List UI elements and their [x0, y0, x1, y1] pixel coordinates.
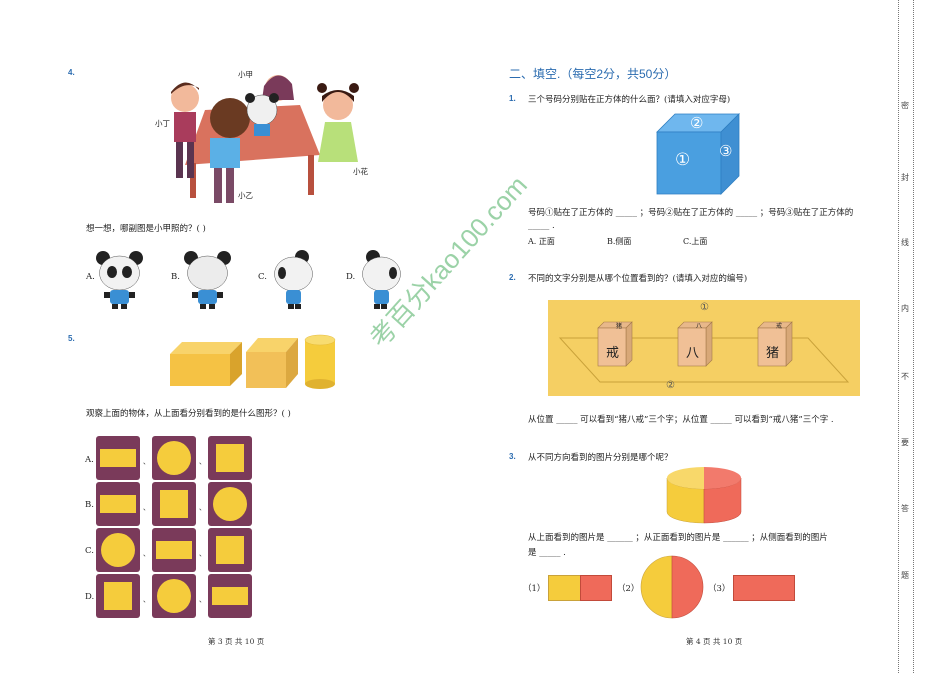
diagram-plane [558, 321, 850, 383]
q4-option-b-label: B. [171, 272, 180, 282]
cube3-top-char: 戒 [776, 323, 783, 330]
view-1-yellow-half [548, 575, 581, 601]
cube-label-2: ② [690, 114, 704, 132]
q4-option-c-label: C. [258, 272, 267, 282]
binding-char: 不 [901, 372, 909, 381]
page-footer-left: 第 3 页 共 10 页 [208, 637, 265, 646]
q3-option-3-label: （3） [708, 584, 731, 594]
position-1-label: ① [700, 302, 709, 313]
question-5-text: 观察上面的物体，从上面看分别看到的是什么图形？( ) [86, 409, 291, 419]
cube2-front-char: 八 [686, 346, 700, 361]
numbered-cube [656, 113, 740, 195]
view-3-red-rectangle [733, 575, 795, 601]
question-4-text: 想一想，哪副图是小甲照的？( ) [86, 224, 206, 234]
choice-b: B.侧面 [607, 237, 632, 246]
fill-question-3-answer-line2[interactable]: 是 _____ . [528, 548, 566, 558]
fill-question-1-answer-line[interactable]: 号码①贴在了正方体的 _____ ；号码②贴在了正方体的 _____ ；号码③贴… [528, 208, 854, 218]
q5-option-d-label: D. [85, 592, 95, 602]
label-xiaoding: 小丁 [155, 119, 170, 128]
choice-c: C.上面 [683, 237, 708, 246]
binding-char: 答 [901, 504, 909, 513]
tile-rectangle[interactable] [208, 574, 252, 618]
tile-square[interactable] [96, 574, 140, 618]
binding-char: 线 [901, 238, 909, 247]
binding-line [898, 0, 914, 673]
fill-question-1-answer-line2[interactable]: _____ . [528, 221, 555, 231]
binding-char: 题 [901, 571, 909, 580]
label-xiaohua: 小花 [353, 167, 368, 176]
panda-right-side-view[interactable] [354, 248, 409, 310]
panda-back-view[interactable] [180, 248, 235, 310]
separator: 、 [199, 596, 206, 604]
binding-char: 内 [901, 304, 909, 313]
q5-option-c-label: C. [85, 546, 94, 556]
binding-char: 密 [901, 101, 909, 110]
label-xiaoyi: 小乙 [238, 191, 253, 200]
separator: 、 [199, 458, 206, 466]
separator: 、 [143, 458, 150, 466]
tile-rectangle[interactable] [96, 436, 140, 480]
separator: 、 [143, 550, 150, 558]
tile-circle[interactable] [96, 528, 140, 572]
fill-question-3-text: 从不同方向看到的图片分别是哪个呢？ [528, 453, 673, 463]
section-title: 二、填空.（每空2分，共50分） [509, 67, 677, 81]
solids-illustration [170, 334, 336, 389]
fill-question-2-text: 不同的文字分别是从哪个位置看到的？(请填入对应的编号) [528, 274, 748, 284]
fill-question-3-number: 3. [509, 452, 516, 461]
fill-question-3-answer-line[interactable]: 从上面看到的图片是 ______ ；从正面看到的图片是 ______ ；从侧面看… [528, 533, 828, 543]
question-5-number: 5. [68, 334, 75, 343]
cube3-front-char: 猪 [766, 346, 780, 361]
question-4-number: 4. [68, 68, 75, 77]
view-1-red-half [580, 575, 612, 601]
panda-left-side-view[interactable] [266, 248, 321, 310]
q4-option-a-label: A. [86, 272, 95, 282]
tile-circle[interactable] [208, 482, 252, 526]
view-2-circle [640, 555, 704, 619]
two-color-cylinder [666, 467, 742, 524]
binding-char: 封 [901, 173, 909, 182]
tile-rectangle[interactable] [96, 482, 140, 526]
separator: 、 [143, 504, 150, 512]
page-footer-right: 第 4 页 共 10 页 [686, 637, 743, 646]
binding-char: 要 [901, 438, 909, 447]
kids-table-illustration [171, 75, 359, 203]
fill-question-1-number: 1. [509, 94, 516, 103]
cube2-top-char: 八 [696, 323, 703, 330]
q5-option-b-label: B. [85, 500, 94, 510]
cube-label-3: ③ [719, 142, 733, 160]
cube1-front-char: 戒 [606, 346, 620, 361]
fill-question-2-answer-line[interactable]: 从位置 _____ 可以看到“猪八戒”三个字；从位置 _____ 可以看到“戒八… [528, 415, 834, 425]
separator: 、 [199, 550, 206, 558]
choice-a: A. 正面 [528, 237, 555, 246]
position-2-label: ② [666, 380, 675, 391]
tile-square[interactable] [208, 528, 252, 572]
label-xiaojia: 小甲 [238, 70, 253, 79]
q5-option-a-label: A. [85, 455, 94, 465]
panda-front-view[interactable] [92, 248, 147, 310]
tile-square[interactable] [208, 436, 252, 480]
cube-label-1: ① [675, 150, 691, 170]
fill-question-2-number: 2. [509, 273, 516, 282]
separator: 、 [143, 596, 150, 604]
fill-question-1-text: 三个号码分别贴在正方体的什么面？(请填入对应字母) [528, 95, 731, 105]
tile-rectangle[interactable] [152, 528, 196, 572]
tile-circle[interactable] [152, 574, 196, 618]
q4-option-d-label: D. [346, 272, 356, 282]
q3-option-2-label: （2） [617, 584, 640, 594]
separator: 、 [199, 504, 206, 512]
q3-option-1-label: （1） [523, 584, 546, 594]
tile-circle[interactable] [152, 436, 196, 480]
cube1-top-char: 猪 [616, 323, 623, 330]
tile-square[interactable] [152, 482, 196, 526]
